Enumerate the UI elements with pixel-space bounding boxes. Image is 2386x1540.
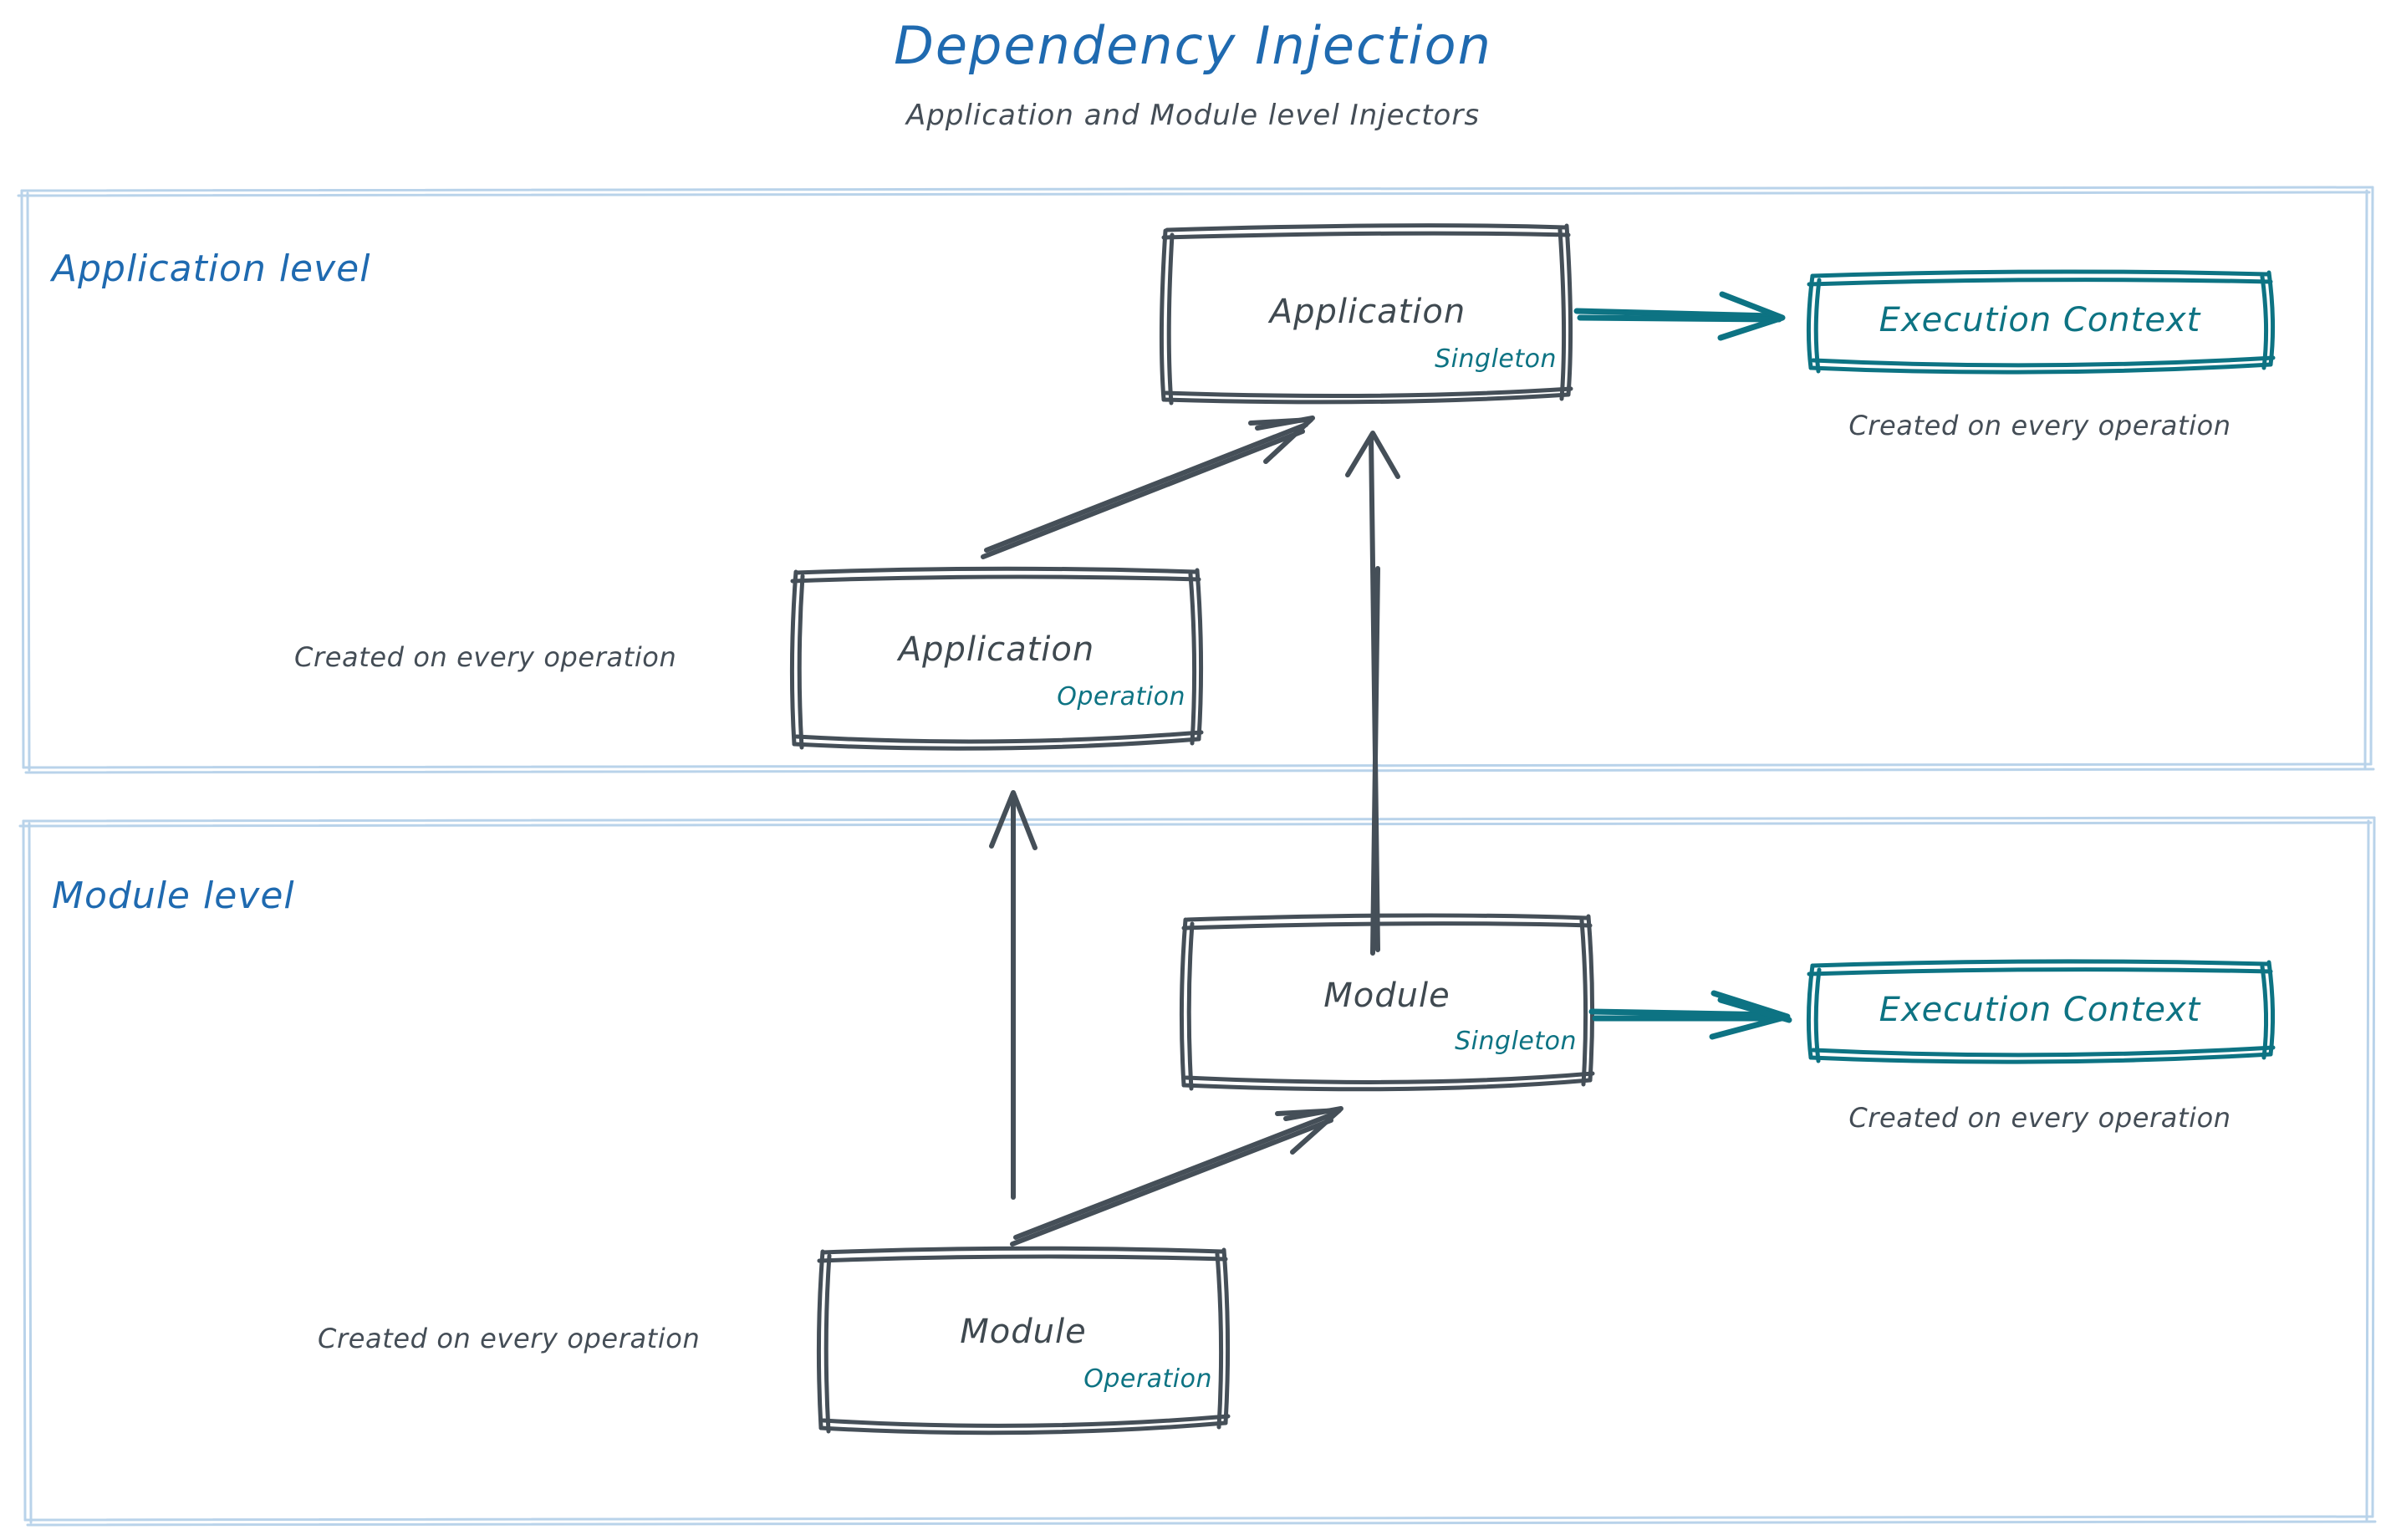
arrow-module-singleton-to-app-singleton (1345, 431, 1400, 956)
arrow-app-operation-to-app-singleton (981, 416, 1315, 559)
node-scope-badge: Operation (1083, 1364, 1212, 1394)
node-application-operation[interactable]: Application Operation (793, 570, 1201, 747)
execution-context-label: Execution Context (1879, 991, 2201, 1029)
node-scope-badge: Operation (1057, 682, 1185, 711)
caption-application-execution-context: Created on every operation (1848, 410, 2231, 441)
execution-context-label: Execution Context (1879, 301, 2201, 339)
caption-application-operation: Created on every operation (294, 641, 677, 673)
node-title: Module (1323, 977, 1450, 1015)
node-scope-badge: Singleton (1455, 1027, 1577, 1056)
node-application-execution-context[interactable]: Execution Context (1809, 273, 2271, 371)
node-scope-badge: Singleton (1435, 344, 1557, 374)
node-title: Application (898, 630, 1095, 669)
node-title: Application (1269, 293, 1466, 331)
page-subtitle: Application and Module level Injectors (905, 99, 1481, 132)
node-application-singleton[interactable]: Application Singleton (1164, 227, 1572, 403)
node-module-singleton[interactable]: Module Singleton (1182, 916, 1592, 1089)
panel-label-application-level: Application level (52, 247, 371, 290)
panel-label-module-level: Module level (52, 875, 295, 917)
arrow-module-operation-to-module-singleton (1010, 1106, 1343, 1247)
page-title: Dependency Injection (894, 15, 1492, 76)
arrow-module-operation-to-app-operation (989, 790, 1038, 1200)
caption-module-operation: Created on every operation (318, 1323, 701, 1354)
caption-module-execution-context: Created on every operation (1848, 1102, 2231, 1134)
node-module-execution-context[interactable]: Execution Context (1809, 962, 2271, 1061)
node-title: Module (960, 1313, 1087, 1351)
node-module-operation[interactable]: Module Operation (819, 1249, 1227, 1431)
arrow-app-singleton-to-exec-context (1573, 291, 1786, 341)
arrow-module-singleton-to-exec-context (1588, 990, 1792, 1040)
